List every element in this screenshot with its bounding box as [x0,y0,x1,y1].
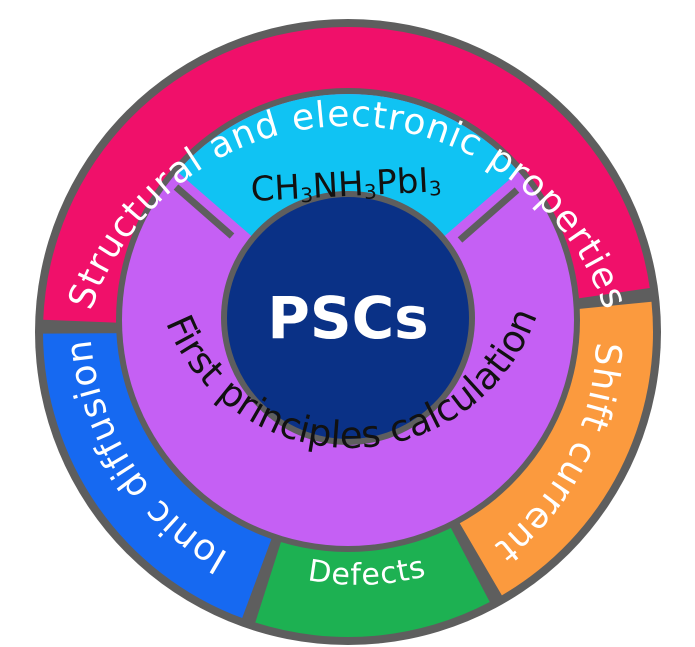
top-cap-divider-right [457,187,520,243]
formula-nh: NH [312,164,365,207]
top-cap-divider-left [173,184,235,239]
formula-sub-1: 3 [300,183,314,208]
formula-pbi: PbI [375,161,429,204]
top-cap-formula: CH3NH3PbI3 [250,160,442,210]
formula-sub-2: 3 [363,179,377,204]
formula-sub-3: 3 [428,176,442,201]
formula-ch: CH [250,167,301,210]
center-label: PSCs [267,284,428,352]
center-circle [227,197,469,439]
